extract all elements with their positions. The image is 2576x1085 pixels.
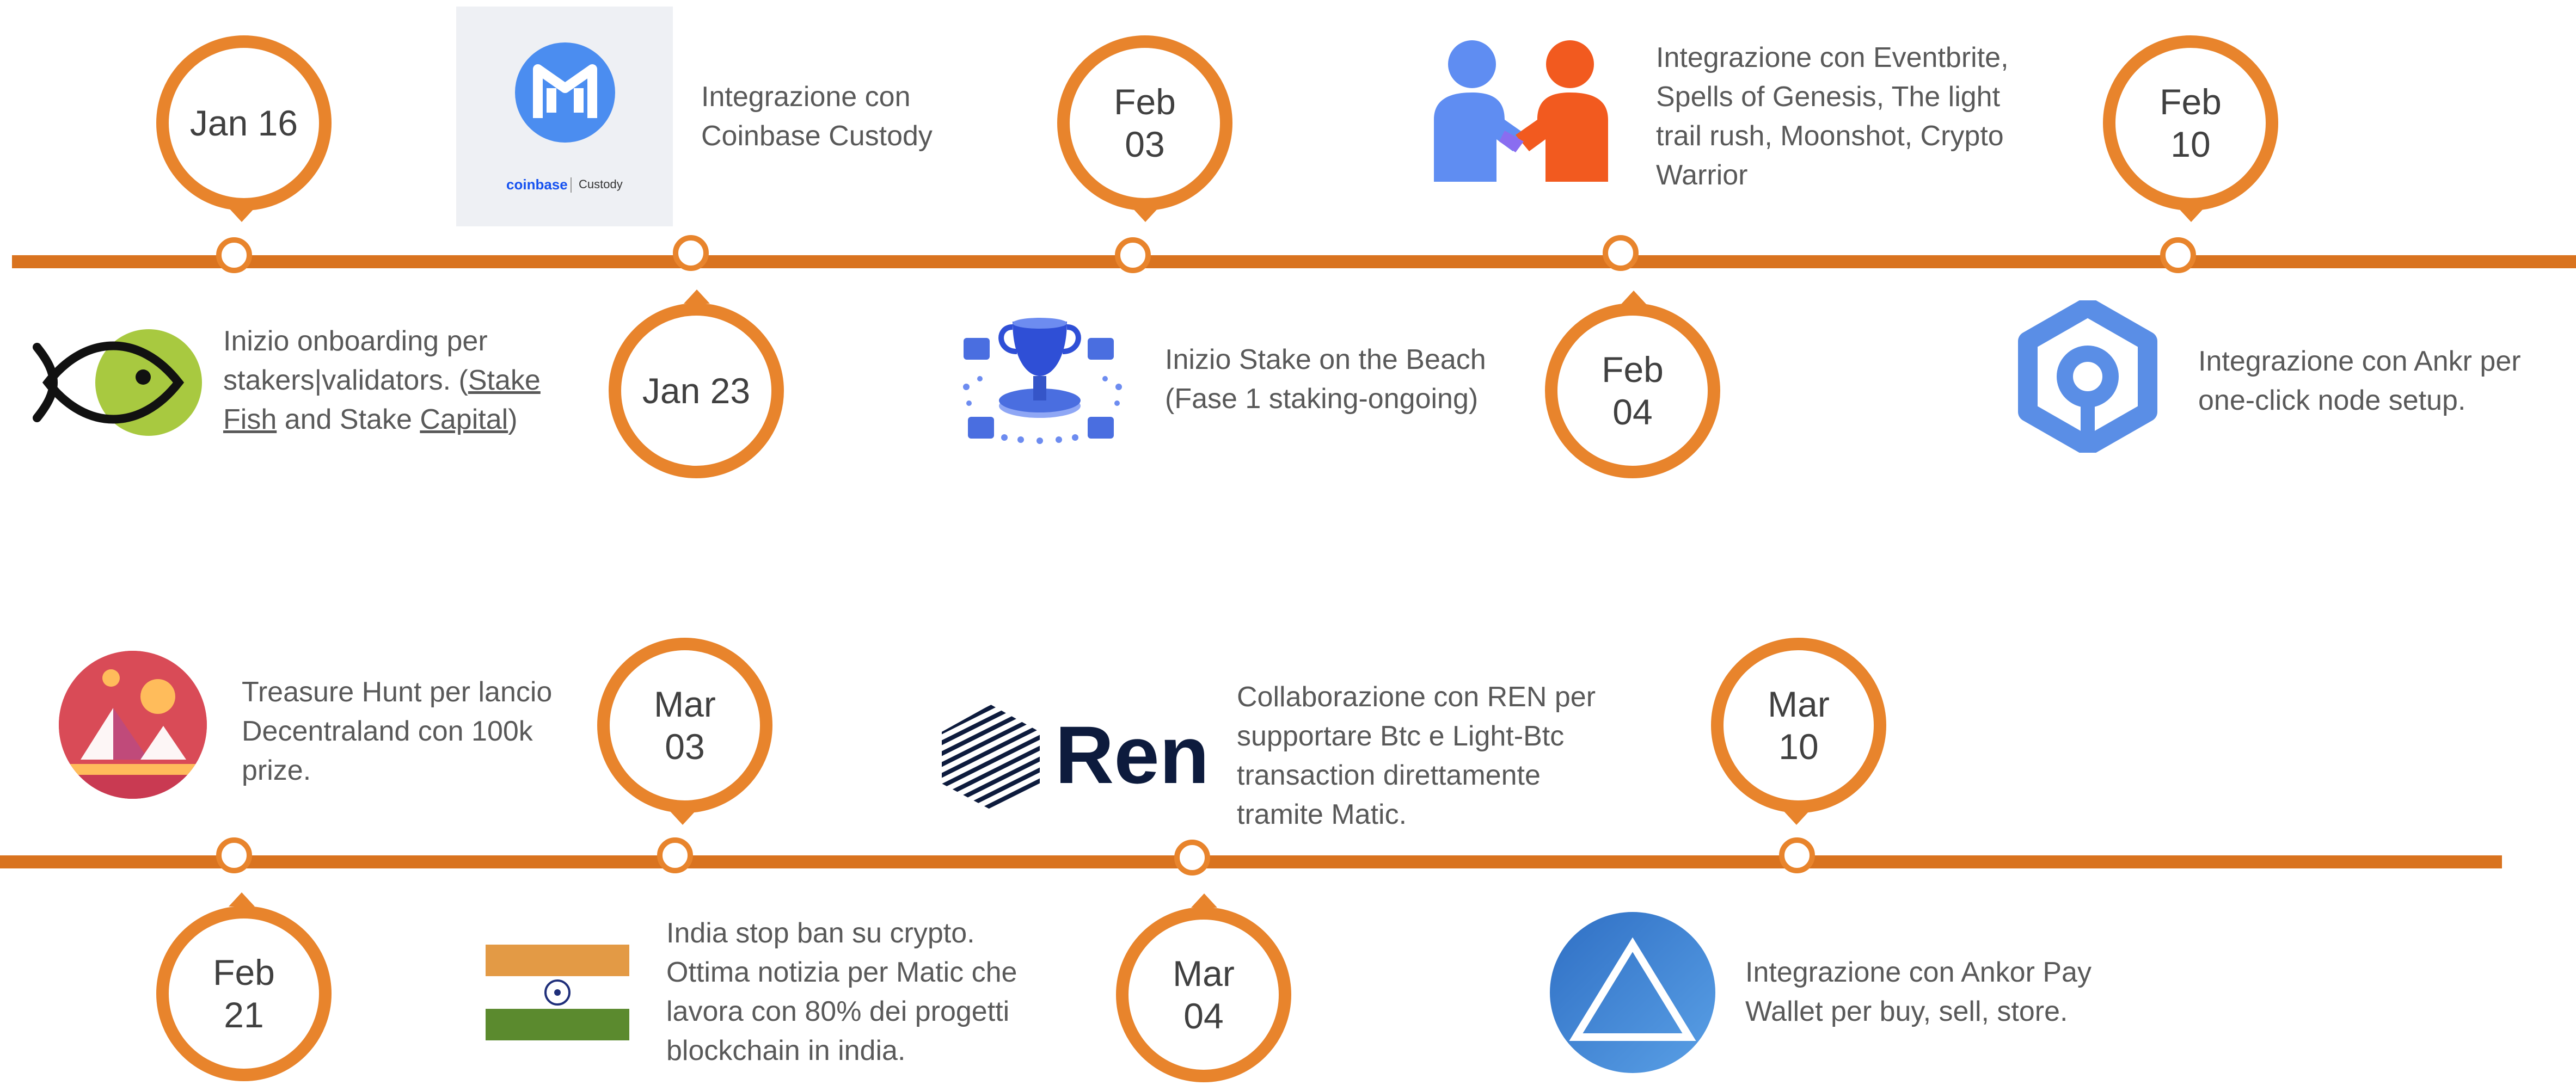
pin-pointer: [1621, 291, 1647, 305]
date-badge-mar-03: Mar 03: [597, 638, 772, 813]
date-badge-feb-21: Feb 21: [156, 906, 332, 1081]
logo-divider: [571, 177, 572, 193]
coinbase-wordmark: coinbase: [506, 176, 568, 193]
pin-pointer: [229, 892, 255, 907]
date-badge-feb-03: Feb 03: [1057, 35, 1232, 211]
date-badge-feb-10: Feb 10: [2103, 35, 2278, 211]
timeline-node: [1174, 840, 1210, 876]
date-label: Feb 04: [1602, 349, 1664, 432]
handshake-icon: [1423, 38, 1619, 182]
timeline-line-bottom: [0, 855, 2502, 868]
event-description-feb-04: Integrazione con Eventbrite, Spells of G…: [1656, 42, 2009, 191]
pin-pointer: [670, 811, 696, 825]
timeline-line-top: [12, 255, 2576, 268]
pin-pointer: [1132, 208, 1158, 222]
pin-pointer: [1783, 811, 1810, 825]
event-description-jan-16: Inizio onboarding per stakers|validators…: [223, 322, 572, 439]
timeline-node: [1603, 235, 1639, 271]
date-label: Mar 10: [1768, 684, 1830, 767]
description-text: ): [508, 404, 518, 435]
custody-wordmark: Custody: [579, 177, 623, 191]
event-description-jan-23: Integrazione con Coinbase Custody: [701, 81, 933, 152]
pin-pointer: [229, 208, 255, 222]
matic-coinbase-custody-logo: coinbase Custody: [456, 7, 673, 226]
date-label: Feb 10: [2160, 82, 2222, 164]
date-label: Mar 03: [654, 684, 716, 767]
description-text: and Stake: [277, 404, 420, 435]
pin-pointer: [1191, 893, 1217, 908]
timeline-node: [216, 237, 252, 273]
pin-pointer: [2178, 208, 2204, 222]
timeline-node: [1115, 237, 1151, 273]
description-text: stakers|validators. (: [223, 365, 468, 396]
event-description-mar-04: Collaborazione con REN per supportare Bt…: [1237, 681, 1596, 830]
date-label: Jan 23: [642, 371, 751, 411]
date-badge-mar-04: Mar 04: [1116, 907, 1291, 1082]
pin-pointer: [684, 289, 710, 304]
ren-wordmark: Ren: [1055, 709, 1210, 800]
stake-fish-link[interactable]: Stake: [468, 365, 541, 396]
description-line: stakers|validators. (Stake: [223, 361, 572, 400]
event-description-mar-03: India stop ban su crypto. Ottima notizia…: [666, 917, 1017, 1066]
ankr-logo-icon: [2014, 300, 2161, 453]
description-line: Inizio onboarding per: [223, 325, 488, 357]
timeline-node: [673, 235, 709, 271]
stake-fish-link[interactable]: Fish: [223, 404, 277, 435]
ren-logo-icon: Ren: [936, 702, 1209, 811]
date-badge-mar-10: Mar 10: [1711, 638, 1886, 813]
event-description-feb-10: Integrazione con Ankr per one-click node…: [2198, 346, 2521, 416]
date-label: Jan 16: [189, 103, 298, 143]
timeline-node: [2160, 237, 2196, 273]
event-description-feb-03: Inizio Stake on the Beach (Fase 1 stakin…: [1165, 344, 1486, 415]
india-flag-icon: [486, 945, 629, 1040]
date-badge-jan-23: Jan 23: [609, 303, 784, 478]
timeline-node: [1779, 837, 1815, 873]
fish-logo-icon: [26, 325, 206, 440]
decentraland-logo-icon: [59, 651, 207, 799]
stake-capital-link[interactable]: Capital: [420, 404, 508, 435]
timeline-node: [216, 837, 252, 873]
date-label: Feb 21: [213, 952, 275, 1035]
date-label: Feb 03: [1114, 82, 1176, 164]
ankor-pay-logo-icon: [1549, 911, 1716, 1074]
description-line: Fish and Stake Capital): [223, 400, 572, 439]
event-description-mar-10: Integrazione con Ankor Pay Wallet per bu…: [1745, 957, 2092, 1027]
timeline-node: [657, 837, 693, 873]
staking-trophy-icon: [958, 313, 1132, 455]
date-label: Mar 04: [1173, 953, 1235, 1036]
event-description-feb-21: Treasure Hunt per lancio Decentraland co…: [242, 676, 553, 786]
date-badge-jan-16: Jan 16: [156, 35, 332, 211]
date-badge-feb-04: Feb 04: [1545, 303, 1720, 478]
